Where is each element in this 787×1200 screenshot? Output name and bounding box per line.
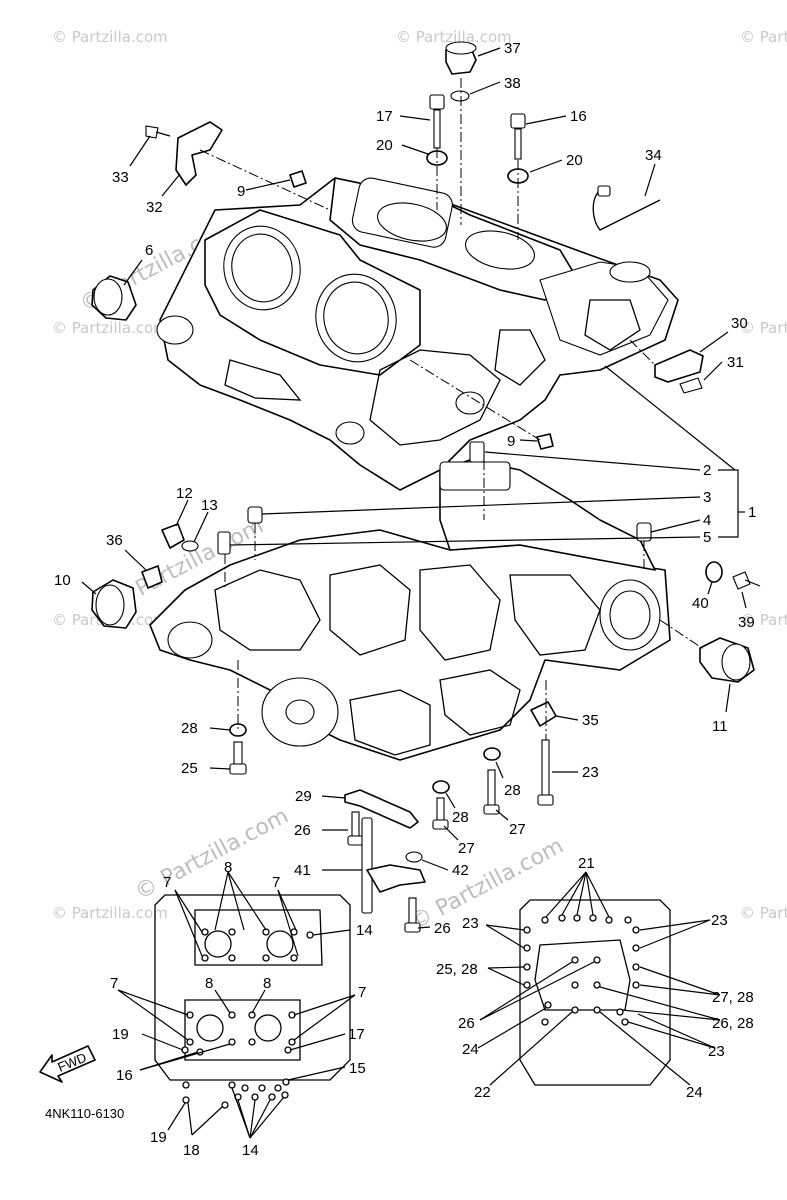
callout-7: 7 [358, 984, 366, 1001]
alignment-lines [199, 78, 706, 740]
callout-16: 16 [116, 1067, 133, 1084]
callout-27: 27 [509, 821, 526, 838]
bolt-pattern-right [519, 899, 671, 1086]
callout-numbers: 37 38 17 16 20 20 34 33 32 9 6 30 31 9 2… [54, 40, 756, 1159]
callout-23: 23 [462, 915, 479, 932]
watermark: © Partzilla.com [52, 319, 168, 337]
callout-25: 25 [181, 760, 198, 777]
callout-14: 14 [242, 1142, 259, 1159]
callout-28: 28 [181, 720, 198, 737]
callout-8: 8 [263, 975, 271, 992]
watermark: © Partzilla.com [740, 611, 787, 629]
callout-34: 34 [645, 147, 662, 164]
callout-24: 24 [462, 1041, 479, 1058]
callout-35: 35 [582, 712, 599, 729]
callout-13: 13 [201, 497, 218, 514]
callout-27: 27 [458, 840, 475, 857]
callout-3: 3 [703, 489, 711, 506]
callout-20: 20 [566, 152, 583, 169]
watermark-layer: © Partzilla.com © Partzilla.com © Partzi… [52, 28, 787, 935]
callout-38: 38 [504, 75, 521, 92]
callout-17: 17 [376, 108, 393, 125]
fwd-label: FWD [56, 1050, 89, 1075]
callout-31: 31 [727, 354, 744, 371]
watermark: © Partzilla.com [740, 28, 787, 46]
callout-12: 12 [176, 485, 193, 502]
callout-7: 7 [110, 975, 118, 992]
callout-7: 7 [272, 874, 280, 891]
callout-30: 30 [731, 315, 748, 332]
callout-23: 23 [708, 1043, 725, 1060]
diagram-code: 4NK110-6130 [45, 1106, 124, 1121]
callout-16: 16 [570, 108, 587, 125]
callout-32: 32 [146, 199, 163, 216]
upper-crankcase [156, 177, 679, 491]
callout-37: 37 [504, 40, 521, 57]
callout-9: 9 [507, 433, 515, 450]
callout-41: 41 [294, 862, 311, 879]
callout-19: 19 [112, 1026, 129, 1043]
callout-24: 24 [686, 1084, 703, 1101]
callout-19: 19 [150, 1129, 167, 1146]
callout-40: 40 [692, 595, 709, 612]
callout-36: 36 [106, 532, 123, 549]
small-parts [91, 41, 761, 933]
callout-29: 29 [295, 788, 312, 805]
callout-2: 2 [703, 462, 711, 479]
callout-6: 6 [145, 242, 153, 259]
watermark: © Partzilla.com [740, 319, 787, 337]
callout-26: 26 [434, 920, 451, 937]
callout-11: 11 [712, 718, 728, 735]
watermark: © Partzilla.com [52, 28, 168, 46]
callout-28: 28 [504, 782, 521, 799]
callout-1: 1 [748, 504, 756, 521]
callout-8: 8 [224, 859, 232, 876]
callout-10: 10 [54, 572, 71, 589]
callout-23: 23 [711, 912, 728, 929]
callout-27-28: 27, 28 [712, 989, 754, 1006]
callout-33: 33 [112, 169, 129, 186]
callout-8: 8 [205, 975, 213, 992]
callout-22: 22 [474, 1084, 491, 1101]
callout-14: 14 [356, 922, 373, 939]
leader-lines [81, 47, 747, 1139]
callout-5: 5 [703, 529, 711, 546]
fwd-arrow-icon: FWD [39, 1045, 96, 1083]
callout-4: 4 [703, 512, 711, 529]
callout-28: 28 [452, 809, 469, 826]
callout-26-28: 26, 28 [712, 1015, 754, 1032]
callout-42: 42 [452, 862, 469, 879]
callout-9: 9 [237, 183, 245, 200]
callout-18: 18 [183, 1142, 200, 1159]
watermark: © Partzilla.com [396, 28, 512, 46]
callout-26: 26 [294, 822, 311, 839]
callout-39: 39 [738, 614, 755, 631]
callout-17: 17 [348, 1026, 365, 1043]
callout-7: 7 [163, 874, 171, 891]
watermark: © Partzilla.com [740, 904, 787, 922]
bolt-pattern-upper-left [154, 894, 351, 1109]
callout-26: 26 [458, 1015, 475, 1032]
callout-20: 20 [376, 137, 393, 154]
callout-21: 21 [578, 855, 595, 872]
watermark: © Partzilla.com [131, 804, 293, 906]
callout-23: 23 [582, 764, 599, 781]
lower-crankcase [149, 459, 671, 761]
watermark: © Partzilla.com [52, 904, 168, 922]
callout-15: 15 [349, 1060, 366, 1077]
callout-25-28: 25, 28 [436, 961, 478, 978]
